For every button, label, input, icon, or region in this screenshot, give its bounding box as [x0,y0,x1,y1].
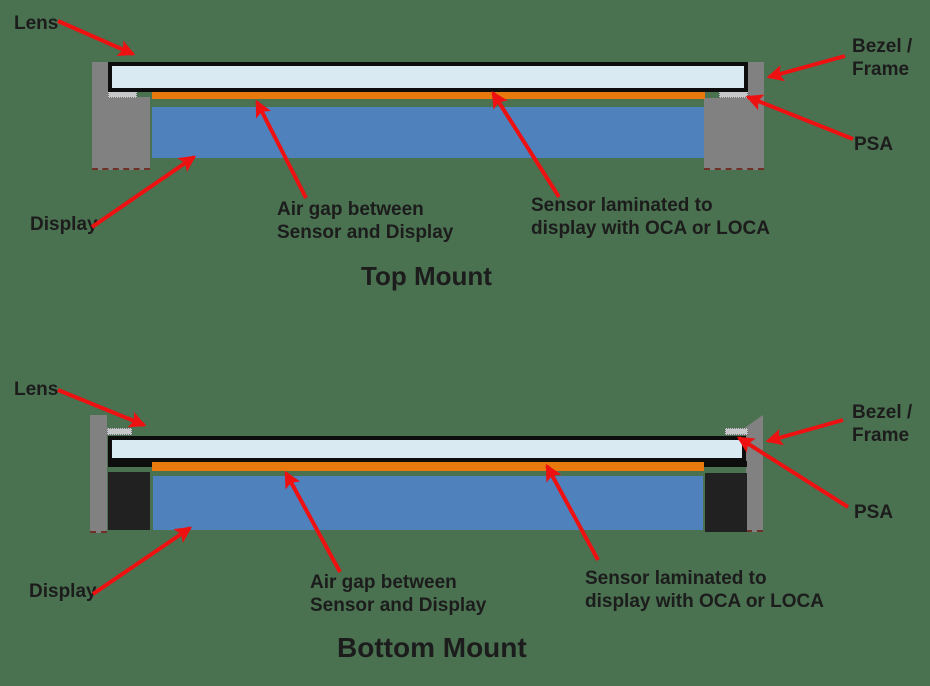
red-arrow-bottom-bezel-frame [765,418,844,446]
top-mount-lens-glass [108,62,748,92]
top-mount-display-panel [152,107,704,158]
bottom-mount-sensor-layer [152,462,704,471]
bottom-mount-lens-glass [108,436,746,462]
bottom-mount-display-panel [153,476,703,530]
bottom-mount-bezel-frame-label: Bezel / Frame [852,402,913,446]
top-mount-bezel-left-block [92,97,150,170]
red-arrow-top-lens [57,19,136,56]
top-mount-sensor-laminated-label: Sensor laminated to display with OCA or … [531,195,770,239]
bottom-mount-display-label: Display [29,581,97,602]
top-mount-title: Top Mount [361,261,492,291]
red-arrow-bottom-display [91,526,193,596]
bottom-mount-air-gap-label: Air gap between Sensor and Display [310,572,487,616]
top-mount-bezel-right-block [704,98,764,170]
bottom-mount-lens-label: Lens [14,379,59,400]
red-arrow-top-bezel-frame [766,54,846,82]
top-mount-psa-label: PSA [854,134,894,155]
bottom-mount-bezel-right-bar [746,430,763,532]
top-mount-lens-label: Lens [14,13,59,34]
bottom-mount-black-block-left [108,472,150,530]
bottom-mount-lens-edge-seal-left [108,461,152,467]
bottom-mount-sensor-laminated-label: Sensor laminated to display with OCA or … [585,568,824,612]
top-mount-sensor-layer [152,92,705,99]
top-mount-air-gap-label: Air gap between Sensor and Display [277,199,454,243]
bottom-mount-black-block-right [705,473,747,532]
top-mount-bezel-frame-label: Bezel / Frame [852,36,913,80]
bottom-mount-psa-label: PSA [854,502,894,523]
bottom-mount-psa-strip-right [725,428,748,435]
bottom-mount-psa-strip-left [107,428,132,435]
bottom-mount-lens-edge-seal-right [703,461,747,467]
bottom-mount-bezel-left-bar [90,415,107,533]
bottom-mount-title: Bottom Mount [337,632,527,663]
top-mount-display-label: Display [30,214,98,235]
